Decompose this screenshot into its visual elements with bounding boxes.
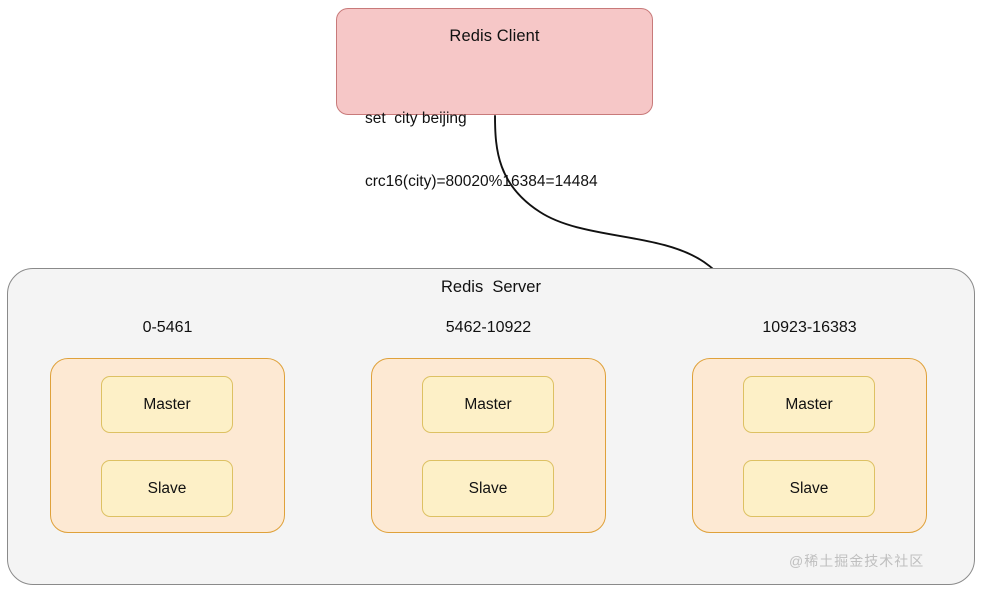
shard-group-3: Master Slave <box>692 358 927 533</box>
redis-client-title: Redis Client <box>449 27 540 45</box>
redis-server-title: Redis Server <box>441 278 541 296</box>
shard-slot-label-1: 0-5461 <box>142 319 193 336</box>
client-command-set: set city beijing <box>365 110 467 127</box>
shard-1-master-node: Master <box>101 376 233 433</box>
shard-2-slave-node: Slave <box>422 460 554 517</box>
shard-group-1: Master Slave <box>50 358 285 533</box>
client-command-crc16: crc16(city)=80020%16384=14484 <box>365 173 598 190</box>
shard-2-master-node: Master <box>422 376 554 433</box>
shard-slot-label-2: 5462-10922 <box>445 319 532 336</box>
shard-3-slave-node: Slave <box>743 460 875 517</box>
shard-1-slave-node: Slave <box>101 460 233 517</box>
shard-slot-label-3: 10923-16383 <box>762 319 857 336</box>
shard-3-master-node: Master <box>743 376 875 433</box>
redis-client-commands: set city beijing crc16(city)=80020%16384… <box>365 66 598 234</box>
shard-group-2: Master Slave <box>371 358 606 533</box>
watermark-text: @稀土掘金技术社区 <box>789 553 925 569</box>
redis-client-box: Redis Client set city beijing crc16(city… <box>336 8 653 190</box>
